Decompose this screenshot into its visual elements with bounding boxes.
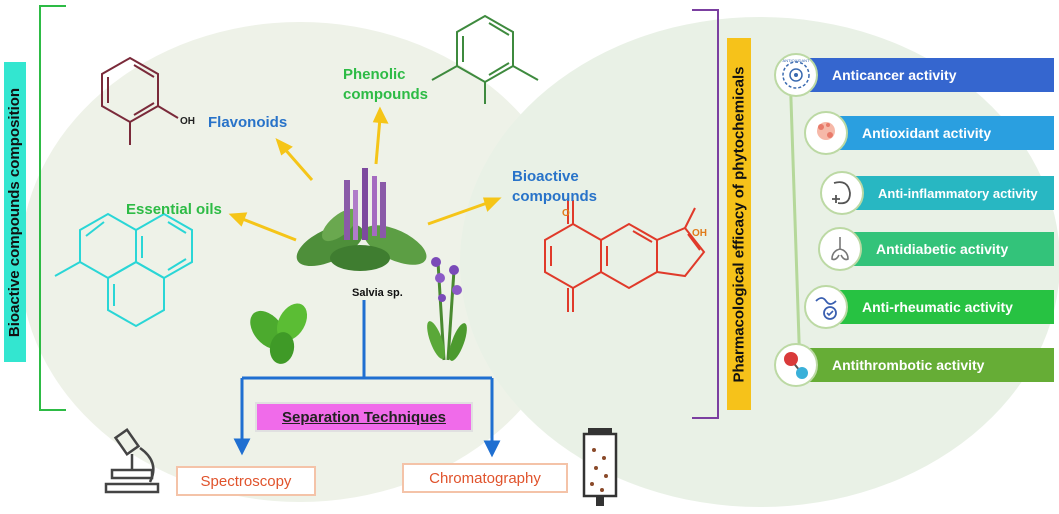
bioactive-label-line2: compounds [512,188,597,205]
bioactive-o-label: O [562,208,570,219]
essential-oil-structure [54,212,193,328]
activity-bar-antithrombotic: Antithrombotic activity [784,348,1054,382]
right-bracket [692,9,719,419]
activity-bar-antioxidant: Antioxidant activity [814,116,1054,150]
activity-bar-anti-rheumatic: Anti-rheumatic activity [814,290,1054,324]
activity-label: Anti-inflammatory activity [878,185,1038,201]
phenolic-label-line2: compounds [343,86,428,103]
bioactive-structure [544,200,706,312]
activity-label: Antithrombotic activity [832,357,985,373]
activity-connector-line [788,69,802,371]
flavonoids-label: Flavonoids [208,114,288,131]
bioactive-oh-label: OH [692,228,707,239]
phenolic-label-line1: Phenolic [343,66,406,83]
activity-label: Anticancer activity [832,67,957,83]
chromatography-column-icon [582,428,618,506]
left-bracket [39,5,66,411]
left-panel-title: Bioactive compounds composition [6,87,24,337]
antioxidant-badge-icon [804,111,848,155]
right-panel-title-tab: Pharmacological efficacy of phytochemica… [727,38,751,410]
anti-inflammatory-badge-icon [820,171,864,215]
leaf-illustration [250,303,308,364]
bioactive-label-line1: Bioactive [512,168,579,185]
separation-lines [233,300,501,458]
salvia-label: Salvia sp. [352,287,403,299]
activity-bar-antidiabetic: Antidiabetic activity [828,232,1054,266]
microscope-icon [104,428,160,494]
flavonoid-structure [101,56,179,145]
salvia-plant-illustration [296,168,427,271]
activity-bar-anti-inflammatory: Anti-inflammatory activity [830,176,1054,210]
chromatography-box: Chromatography [402,463,568,493]
anticancer-badge-icon: ANTIOXIDANT [774,53,818,97]
activity-label: Antioxidant activity [862,125,992,141]
compound-arrows [228,106,502,242]
antithrombotic-badge-icon [774,343,818,387]
flowering-salvia-illustration [427,257,467,361]
antidiabetic-badge-icon [818,227,862,271]
phenolic-structure [431,14,539,104]
right-panel-title: Pharmacological efficacy of phytochemica… [730,66,748,382]
separation-techniques-box: Separation Techniques [255,402,473,432]
activity-bar-anticancer: Anticancer activity [784,58,1054,92]
flavonoid-oh-label: OH [180,116,195,127]
activity-label: Anti-rheumatic activity [862,299,1013,315]
anti-rheumatic-badge-icon [804,285,848,329]
essential-oils-label: Essential oils [126,201,222,218]
spectroscopy-box: Spectroscopy [176,466,316,496]
left-panel-title-tab: Bioactive compounds composition [4,62,26,362]
antioxidant-badge-text: ANTIOXIDANT [783,58,810,63]
activity-label: Antidiabetic activity [876,241,1009,257]
